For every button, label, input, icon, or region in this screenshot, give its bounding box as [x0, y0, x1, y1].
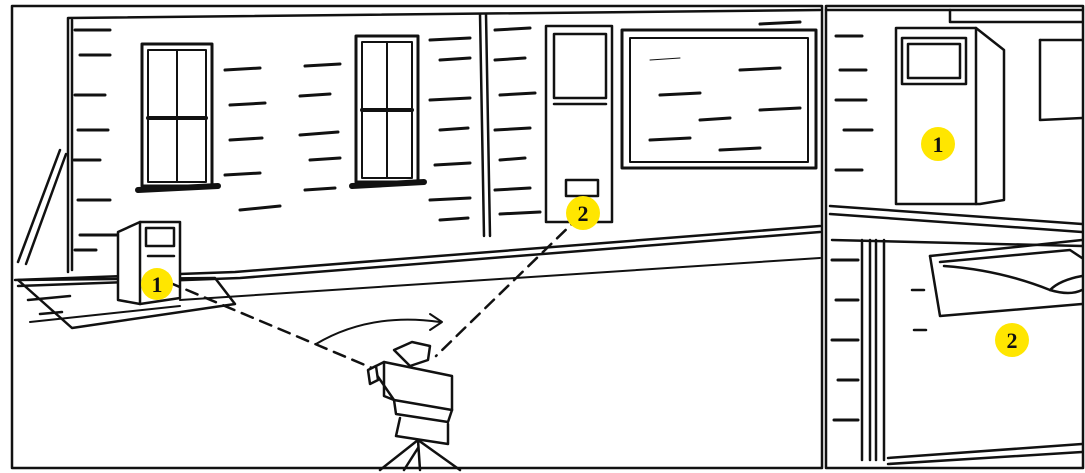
drainpipe	[18, 150, 66, 264]
svg-text:1: 1	[933, 132, 944, 157]
door	[546, 26, 612, 222]
marker-right-1: 1	[921, 127, 955, 161]
svg-text:2: 2	[578, 201, 589, 226]
marker-left-2: 2	[566, 196, 600, 230]
window-middle	[352, 36, 424, 186]
svg-text:2: 2	[1007, 328, 1018, 353]
marker-left-1: 1	[141, 268, 173, 300]
right-panel: 1 2	[826, 6, 1083, 468]
sight-lines	[168, 216, 580, 368]
shop-window	[622, 30, 816, 168]
pan-arrow	[316, 314, 442, 344]
left-panel: 1 2	[12, 6, 822, 470]
atm-box-right	[896, 28, 1004, 204]
video-camera-icon	[368, 342, 460, 470]
window-left	[138, 44, 218, 190]
marker-right-2: 2	[995, 323, 1029, 357]
svg-text:1: 1	[152, 272, 163, 297]
brick-marks	[74, 22, 800, 250]
night-safe-chute	[832, 240, 1082, 464]
